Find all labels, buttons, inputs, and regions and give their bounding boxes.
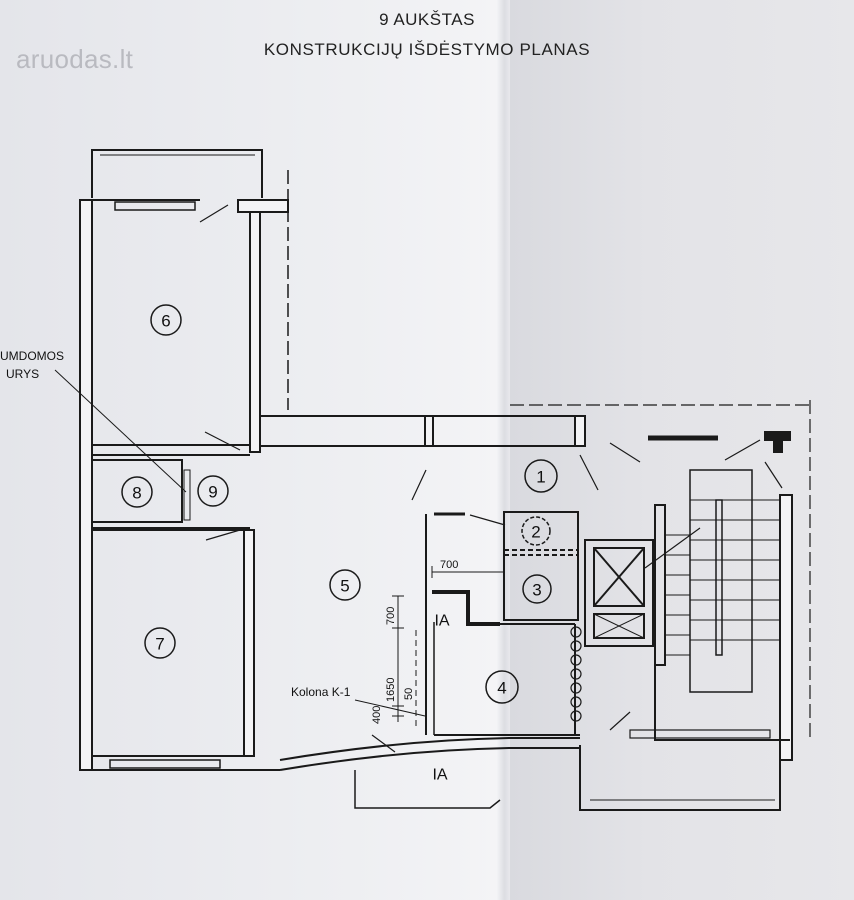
watermark-logo: aruodas.lt	[16, 44, 134, 74]
room6-right-wall	[249, 211, 261, 453]
plan-floor-title: 9 AUKŠTAS	[379, 10, 475, 29]
room2-number: 2	[531, 523, 540, 542]
dimension-700-vertical: 700	[385, 607, 397, 625]
room8-outline	[91, 459, 183, 523]
room8-marker	[121, 476, 153, 508]
room7-outline	[91, 529, 249, 757]
dimension-700-horizontal: 700	[440, 559, 458, 571]
room2-marker	[521, 516, 551, 546]
room3-marker	[522, 574, 552, 604]
room5-marker	[329, 569, 361, 601]
top-window	[114, 201, 196, 211]
elevator-shaft	[584, 539, 654, 647]
plan-subtitle: KONSTRUKCIJŲ IŠDĖSTYMO PLANAS	[263, 40, 591, 59]
room6-number: 6	[161, 312, 170, 331]
zone-ia-inner: IA	[434, 613, 449, 630]
staircase-outline	[689, 469, 753, 693]
paper-fold	[496, 0, 510, 900]
dimension-50: 50	[403, 688, 415, 700]
room7-number: 7	[155, 635, 164, 654]
room9-marker	[197, 475, 229, 507]
dimension-1650: 1650	[385, 678, 397, 702]
room4-marker	[485, 670, 519, 704]
bottom-window-left	[109, 759, 221, 769]
dimension-400: 400	[371, 706, 383, 724]
room1-number: 1	[536, 468, 545, 487]
room4-number: 4	[497, 679, 506, 698]
left-outer-wall	[79, 199, 93, 771]
room7-marker	[144, 627, 176, 659]
note-label-line1: UMDOMOS	[0, 349, 64, 363]
bottom-balcony-left	[354, 770, 501, 809]
room8-number: 8	[132, 484, 141, 503]
note-label-line2: URYS	[6, 367, 39, 381]
room1-marker	[524, 459, 558, 493]
bottom-balcony-right	[579, 745, 781, 811]
room9-number: 9	[208, 483, 217, 502]
column-label: Kolona K-1	[291, 685, 351, 699]
bottom-window-right	[629, 729, 771, 739]
zone-ia-outer: IA	[432, 767, 447, 784]
room6-marker	[150, 304, 182, 336]
top-balcony-outline	[91, 149, 263, 198]
room5-number: 5	[340, 577, 349, 596]
shaft-box	[503, 511, 579, 621]
paper-right-page	[510, 0, 854, 900]
room3-number: 3	[532, 581, 541, 600]
